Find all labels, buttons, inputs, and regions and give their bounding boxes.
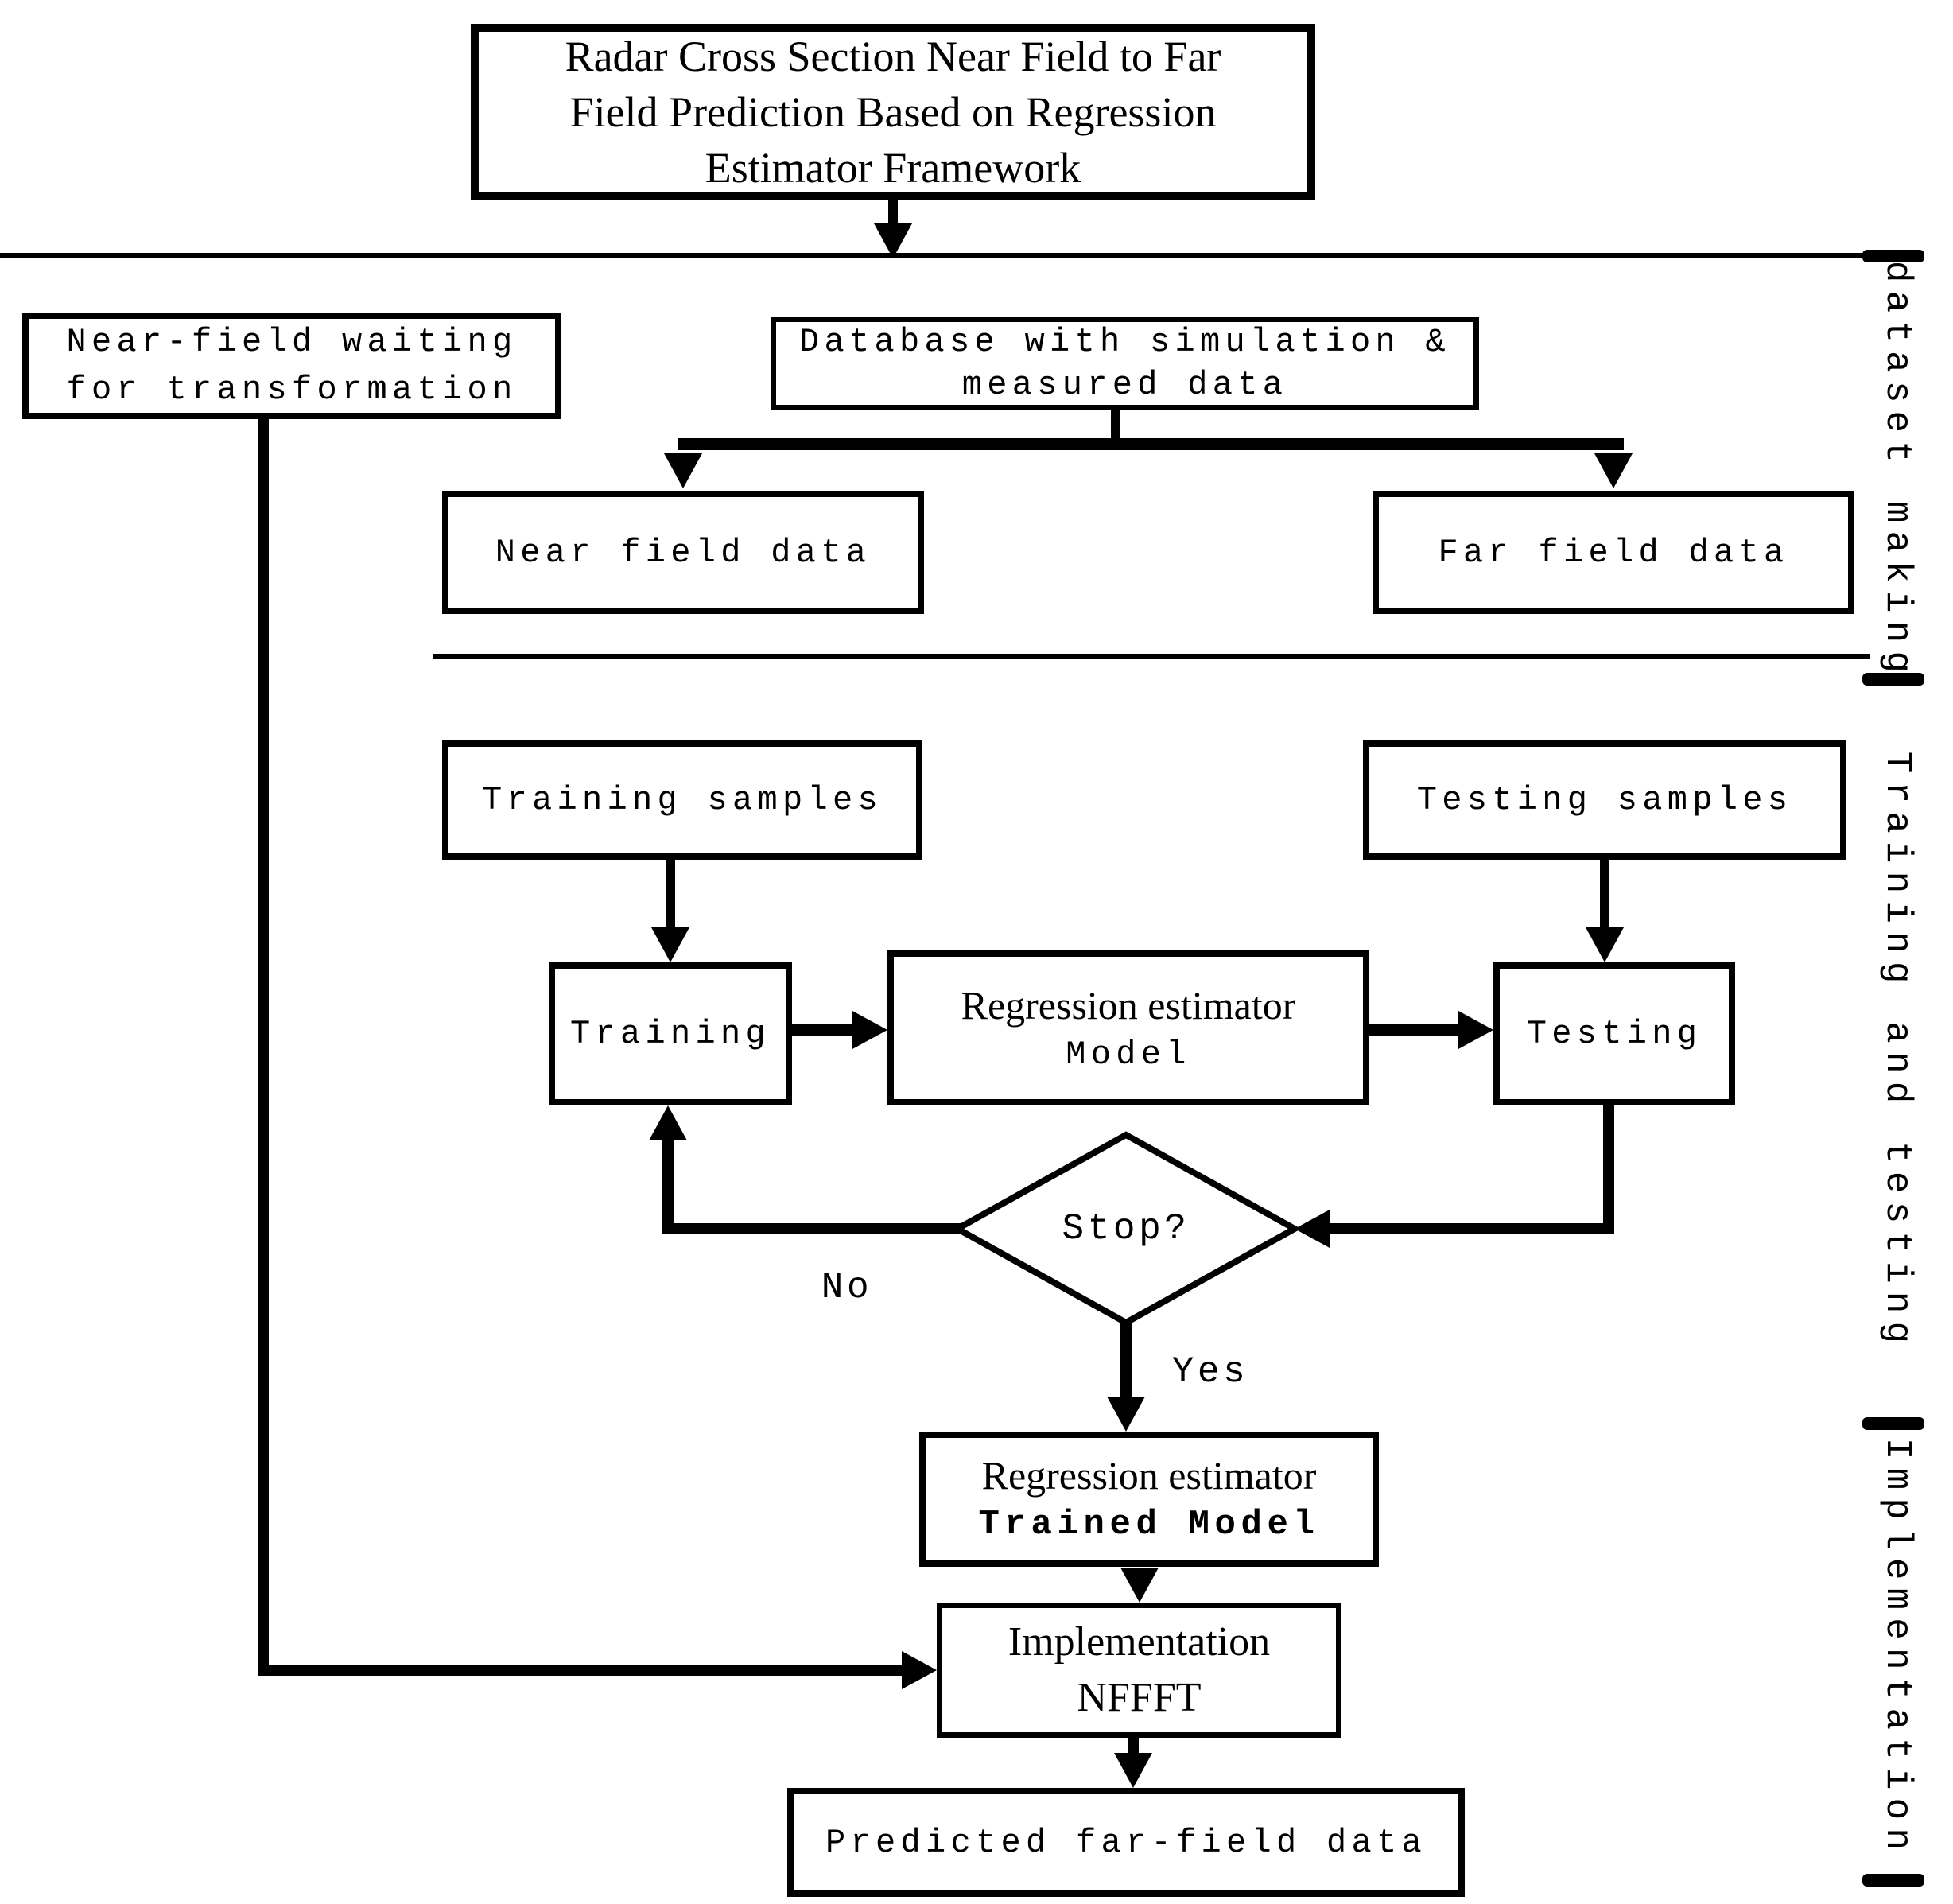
section-tick-dataset-end [1862,673,1924,686]
implementation-nffft-box: Implementation NFFFT [937,1603,1341,1738]
no-loop-horizontal-shaft [674,1223,961,1234]
no-loop-vertical-shaft [662,1137,674,1234]
predicted-far-field-box: Predicted far-field data [787,1788,1465,1897]
near-field-waiting-line-2: for transformation [66,371,518,409]
regression-model-line-1: Regression estimator [961,982,1296,1028]
regression-model-box: Regression estimator Model [887,950,1369,1105]
separator-dataset-bottom [433,654,1870,659]
arrow-testing-down-shaft [1603,1105,1614,1234]
no-loop-head [649,1105,687,1140]
training-samples-label: Training samples [481,781,883,819]
testing-samples-box: Testing samples [1363,740,1846,860]
arrow-training-to-model-head [852,1011,887,1049]
arrow-to-far-field-data-head [1594,453,1633,488]
database-line-2: measured data [961,366,1288,404]
section-tick-implementation-end [1862,1874,1924,1887]
section-tick-top [1862,250,1924,262]
far-field-data-box: Far field data [1373,491,1854,614]
testing-label: Testing [1526,1015,1703,1053]
section-label-dataset-making: dataset making [1877,260,1918,682]
trained-model-line-2: Trained Model [978,1505,1320,1545]
implementation-line-1: Implementation [1008,1619,1271,1665]
title-line-3: Estimator Framework [705,144,1081,192]
title-line-2: Field Prediction Based on Regression [569,88,1217,136]
stop-decision-label: Stop? [1062,1208,1190,1249]
training-samples-box: Training samples [442,740,922,860]
near-field-data-box: Near field data [442,491,924,614]
arrow-yes-head [1107,1397,1145,1432]
implementation-line-2: NFFFT [1077,1675,1202,1720]
arrow-to-near-field-data-head [664,453,702,488]
database-box: Database with simulation & measured data [771,317,1479,410]
arrow-testing-samples-head [1586,927,1624,962]
section-label-implementation: Implementation [1877,1437,1918,1859]
database-line-1: Database with simulation & [798,323,1451,361]
yes-edge-label: Yes [1171,1351,1249,1393]
trained-model-box: Regression estimator Trained Model [919,1432,1379,1567]
trained-model-line-1: Regression estimator [981,1453,1317,1498]
title-line-1: Radar Cross Section Near Field to Far [565,33,1221,80]
near-field-waiting-line-1: Near-field waiting [66,323,518,361]
arrow-model-to-testing-shaft [1369,1024,1463,1036]
no-edge-label: No [821,1267,873,1308]
arrow-trained-to-impl-head [1120,1568,1159,1603]
arrow-testing-samples-shaft [1600,860,1609,931]
arrow-model-to-testing-head [1458,1011,1493,1049]
training-label: Training [569,1015,771,1053]
near-field-data-label: Near field data [495,533,872,572]
arrow-training-to-model-shaft [792,1024,857,1036]
title-box: Radar Cross Section Near Field to Far Fi… [471,24,1315,200]
db-branch-bar [678,438,1624,450]
nearfield-horizontal-shaft [258,1665,905,1676]
training-box: Training [549,962,792,1105]
db-branch-stub [1111,410,1120,442]
separator-dataset-top [0,253,1878,258]
arrow-impl-to-predicted-shaft [1128,1738,1139,1757]
arrow-title-to-sep-head [874,223,912,258]
testing-samples-label: Testing samples [1416,781,1793,819]
nearfield-vertical-shaft [258,419,269,1676]
predicted-far-field-label: Predicted far-field data [825,1823,1427,1862]
section-tick-training-end [1862,1417,1924,1430]
arrow-yes-shaft [1120,1320,1132,1400]
near-field-waiting-box: Near-field waiting for transformation [22,313,561,419]
arrow-training-samples-shaft [666,860,675,931]
regression-model-line-2: Model [1066,1035,1191,1074]
far-field-data-label: Far field data [1438,533,1789,572]
arrow-testing-left-shaft [1323,1223,1614,1234]
nearfield-to-impl-head [902,1651,937,1689]
testing-box: Testing [1493,962,1735,1105]
section-label-training-and-testing: Training and testing [1877,751,1918,1352]
arrow-impl-to-predicted-head [1114,1753,1152,1788]
arrow-training-samples-head [651,927,689,962]
stop-diamond-shape [950,1131,1302,1327]
